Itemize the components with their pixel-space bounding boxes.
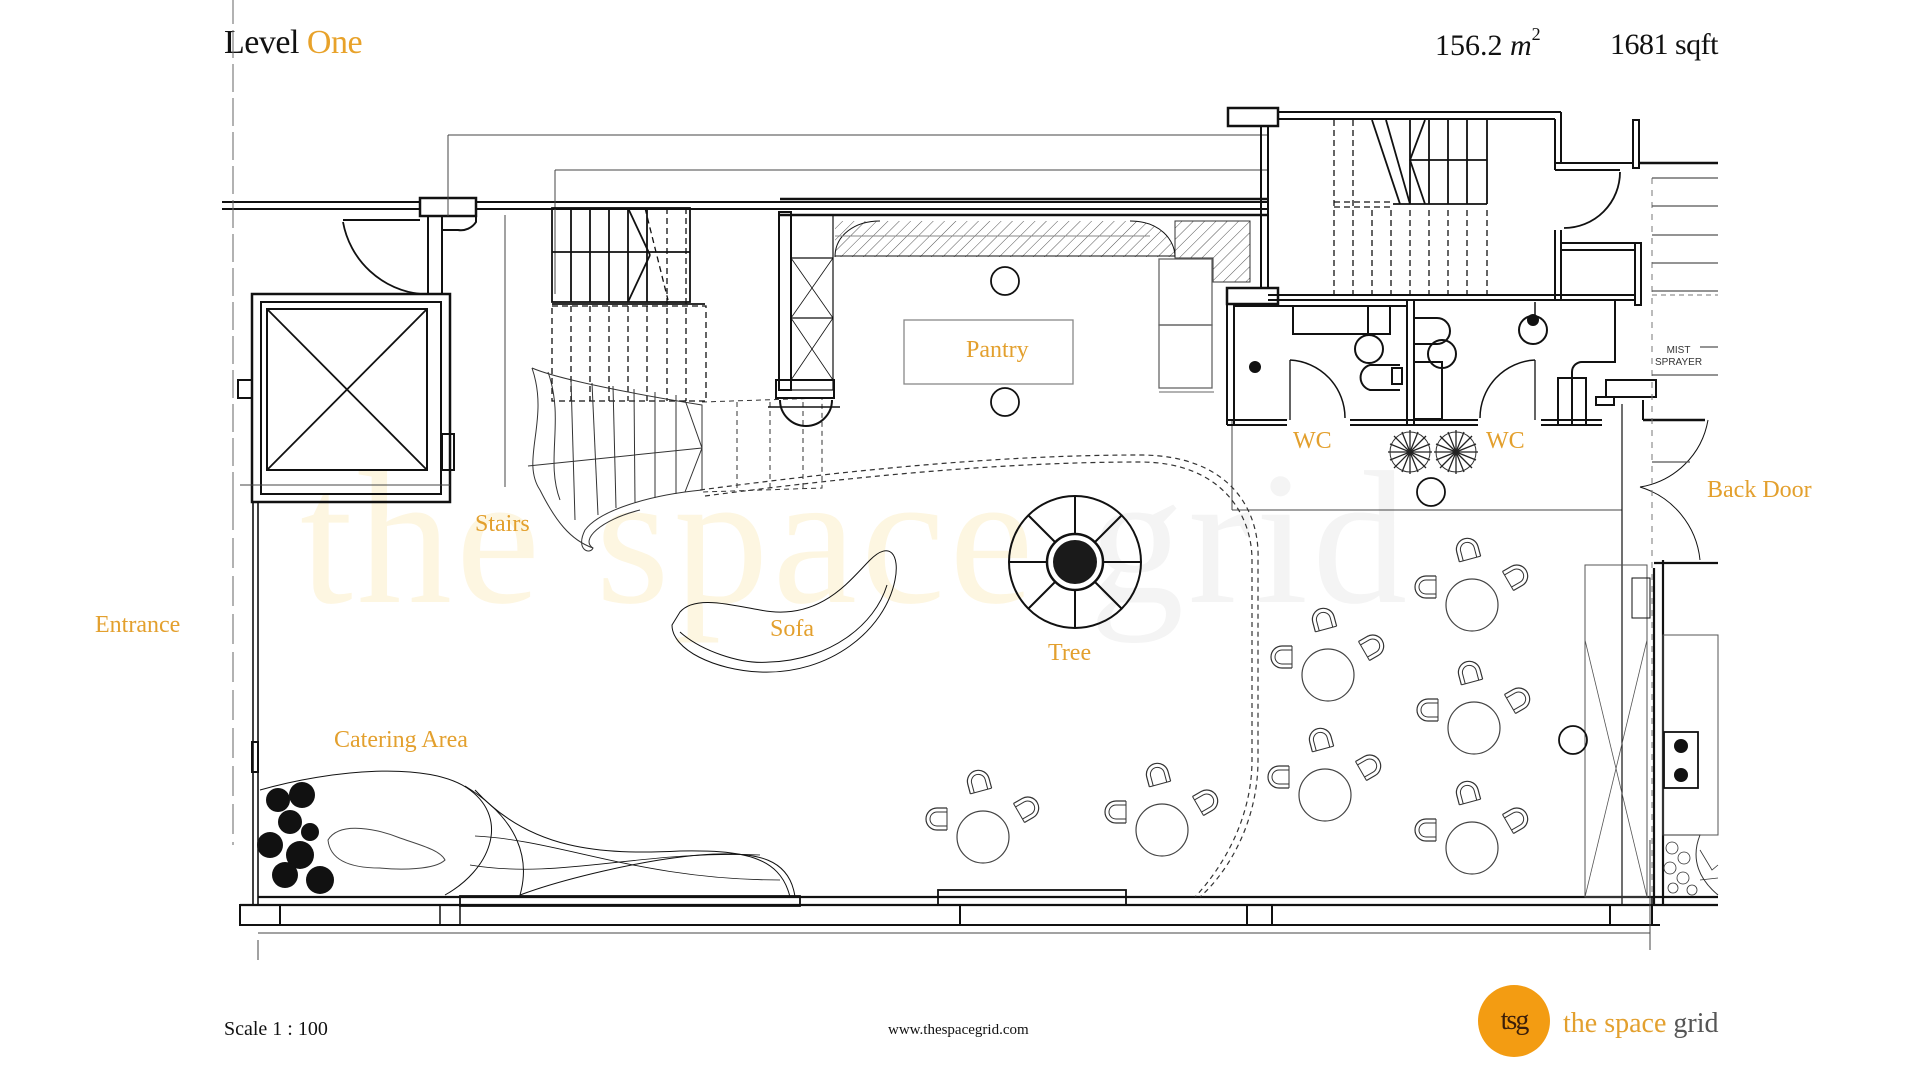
chair [1454, 657, 1484, 686]
label-entrance: Entrance [95, 612, 181, 638]
label-sofa: Sofa [770, 616, 814, 642]
dining-table [1267, 724, 1386, 822]
chair [1414, 818, 1437, 842]
chair [963, 766, 993, 795]
label-pantry: Pantry [966, 337, 1029, 363]
page-title: Level One [224, 24, 363, 62]
brand-name-part1: the space [1563, 1008, 1667, 1039]
chair [1452, 534, 1482, 563]
dining-table [1414, 777, 1533, 875]
scale-label: Scale 1 : 100 [224, 1018, 328, 1040]
label-back-door: Back Door [1707, 477, 1812, 503]
dining-table [1270, 604, 1389, 702]
area-metric: 156.2 m2 [1435, 24, 1541, 63]
dining-table [1414, 534, 1533, 632]
chair [1305, 724, 1335, 753]
dining-table [1104, 759, 1223, 857]
brand-logo: tsg [1478, 985, 1550, 1057]
label-wc-left: WC [1293, 428, 1332, 454]
logo-mark: tsg [1500, 1005, 1530, 1036]
area-unit: m [1510, 29, 1532, 62]
watermark-text-grey: grid [1037, 434, 1412, 644]
label-wc-right: WC [1486, 428, 1525, 454]
chair [1414, 575, 1437, 599]
mist-line-2: SPRAYER [1655, 357, 1703, 368]
chair [1104, 800, 1127, 824]
chair [925, 807, 948, 831]
chair [1357, 629, 1389, 662]
area-value: 156.2 [1435, 29, 1503, 62]
chair [1270, 645, 1293, 669]
chair [1501, 559, 1533, 592]
chair [1142, 759, 1172, 788]
area-imperial: 1681 sqft [1610, 28, 1719, 61]
area-exponent: 2 [1531, 24, 1541, 44]
label-tree: Tree [1048, 640, 1092, 666]
title-accent: One [306, 24, 363, 61]
dining-tables [925, 534, 1535, 875]
brand-name-part2: grid [1666, 1008, 1719, 1039]
chair [1503, 682, 1535, 715]
dining-table [1416, 657, 1535, 755]
chair [1191, 784, 1223, 817]
mist-line-1: MIST [1666, 345, 1691, 356]
label-stairs: Stairs [475, 511, 530, 537]
chair [1012, 791, 1044, 824]
chair [1501, 802, 1533, 835]
chair [1416, 698, 1439, 722]
chair [1308, 604, 1338, 633]
label-mist-sprayer: MIST SPRAYER [1655, 345, 1702, 369]
title-prefix: Level [224, 24, 299, 61]
chair [1354, 749, 1386, 782]
chair [1452, 777, 1482, 806]
label-catering-area: Catering Area [334, 727, 468, 753]
brand-name: the space grid [1563, 1008, 1719, 1040]
dining-table [925, 766, 1044, 864]
chair [1267, 765, 1290, 789]
website-link[interactable]: www.thespacegrid.com [888, 1022, 1029, 1038]
watermark: the space grid [300, 430, 1411, 648]
